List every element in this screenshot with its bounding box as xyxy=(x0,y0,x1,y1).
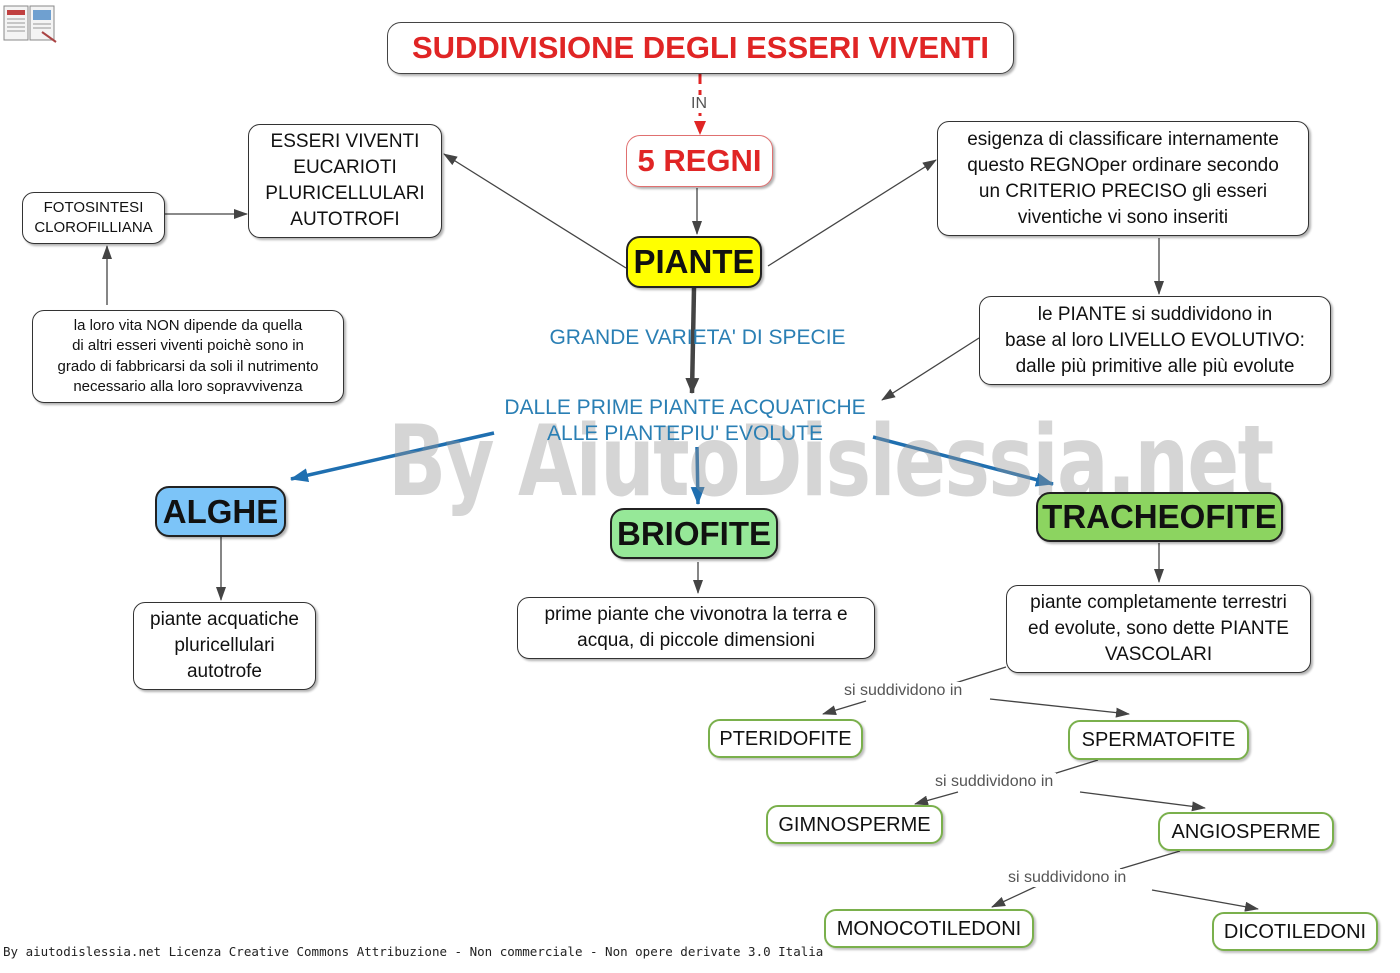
varieta-label: GRANDE VARIETA' DI SPECIE xyxy=(549,326,846,349)
link-tdesc-label xyxy=(951,666,1007,685)
link-label-angiosperme xyxy=(1079,791,1206,812)
esigenza-node[interactable]: esigenza di classificare internamente qu… xyxy=(937,121,1309,236)
link-label-suddividono-1: si suddividono in xyxy=(841,682,966,700)
title-node[interactable]: SUDDIVISIONE DEGLI ESSERI VIVENTI xyxy=(387,22,1014,74)
dalle-label: DALLE PRIME PIANTE ACQUATICHE ALLE PIANT… xyxy=(504,396,866,445)
tracheofite-node[interactable]: TRACHEOFITE xyxy=(1036,492,1283,542)
link-livello-dalle xyxy=(881,337,980,401)
eucarioti-node[interactable]: ESSERI VIVENTI EUCARIOTI PLURICELLULARI … xyxy=(248,124,442,238)
link-piante-dalle xyxy=(685,287,700,394)
dicotiledoni-node[interactable]: DICOTILEDONI xyxy=(1212,912,1378,951)
link-piante-esigenza xyxy=(767,159,937,267)
vita-node[interactable]: la loro vita NON dipende da quella di al… xyxy=(32,310,344,403)
tracheofite-desc-node[interactable]: piante completamente terrestri ed evolut… xyxy=(1006,585,1311,673)
link-dalle-tracheofite xyxy=(872,435,1054,487)
link-angio-label xyxy=(1119,850,1181,870)
link-label-in: IN xyxy=(688,95,710,113)
angiosperme-node[interactable]: ANGIOSPERME xyxy=(1158,812,1334,851)
link-label-pteridofite xyxy=(822,700,867,716)
license-footer: By aiutodislessia.net Licenza Creative C… xyxy=(3,944,824,959)
link-label-spermatofite xyxy=(989,698,1130,718)
fotosintesi-node[interactable]: FOTOSINTESI CLOROFILLIANA xyxy=(22,192,165,244)
pteridofite-node[interactable]: PTERIDOFITE xyxy=(708,719,863,758)
link-dalle-alghe xyxy=(290,431,495,483)
link-label-suddividono-3: si suddividono in xyxy=(1005,869,1130,887)
book-logo-icon xyxy=(3,5,57,43)
regni-node[interactable]: 5 REGNI xyxy=(626,135,773,187)
link-label-monocotiledoni xyxy=(991,885,1038,908)
link-sperm-label xyxy=(1049,759,1099,776)
piante-node[interactable]: PIANTE xyxy=(626,236,762,288)
alghe-node[interactable]: ALGHE xyxy=(155,486,286,537)
livello-node[interactable]: le PIANTE si suddividono in base al loro… xyxy=(979,296,1331,385)
gimnosperme-node[interactable]: GIMNOSPERME xyxy=(766,805,943,844)
briofite-node[interactable]: BRIOFITE xyxy=(610,508,778,559)
link-dalle-briofite xyxy=(690,446,705,505)
link-label-gimnosperme xyxy=(914,791,959,806)
monocotiledoni-node[interactable]: MONOCOTILEDONI xyxy=(824,909,1034,948)
link-piante-eucarioti xyxy=(443,153,627,269)
spermatofite-node[interactable]: SPERMATOFITE xyxy=(1068,720,1249,760)
link-label-suddividono-2: si suddividono in xyxy=(932,773,1057,791)
briofite-desc-node[interactable]: prime piante che vivonotra la terra e ac… xyxy=(517,597,875,659)
link-label-dicotiledoni xyxy=(1151,889,1259,912)
alghe-desc-node[interactable]: piante acquatiche pluricellulari autotro… xyxy=(133,602,316,690)
